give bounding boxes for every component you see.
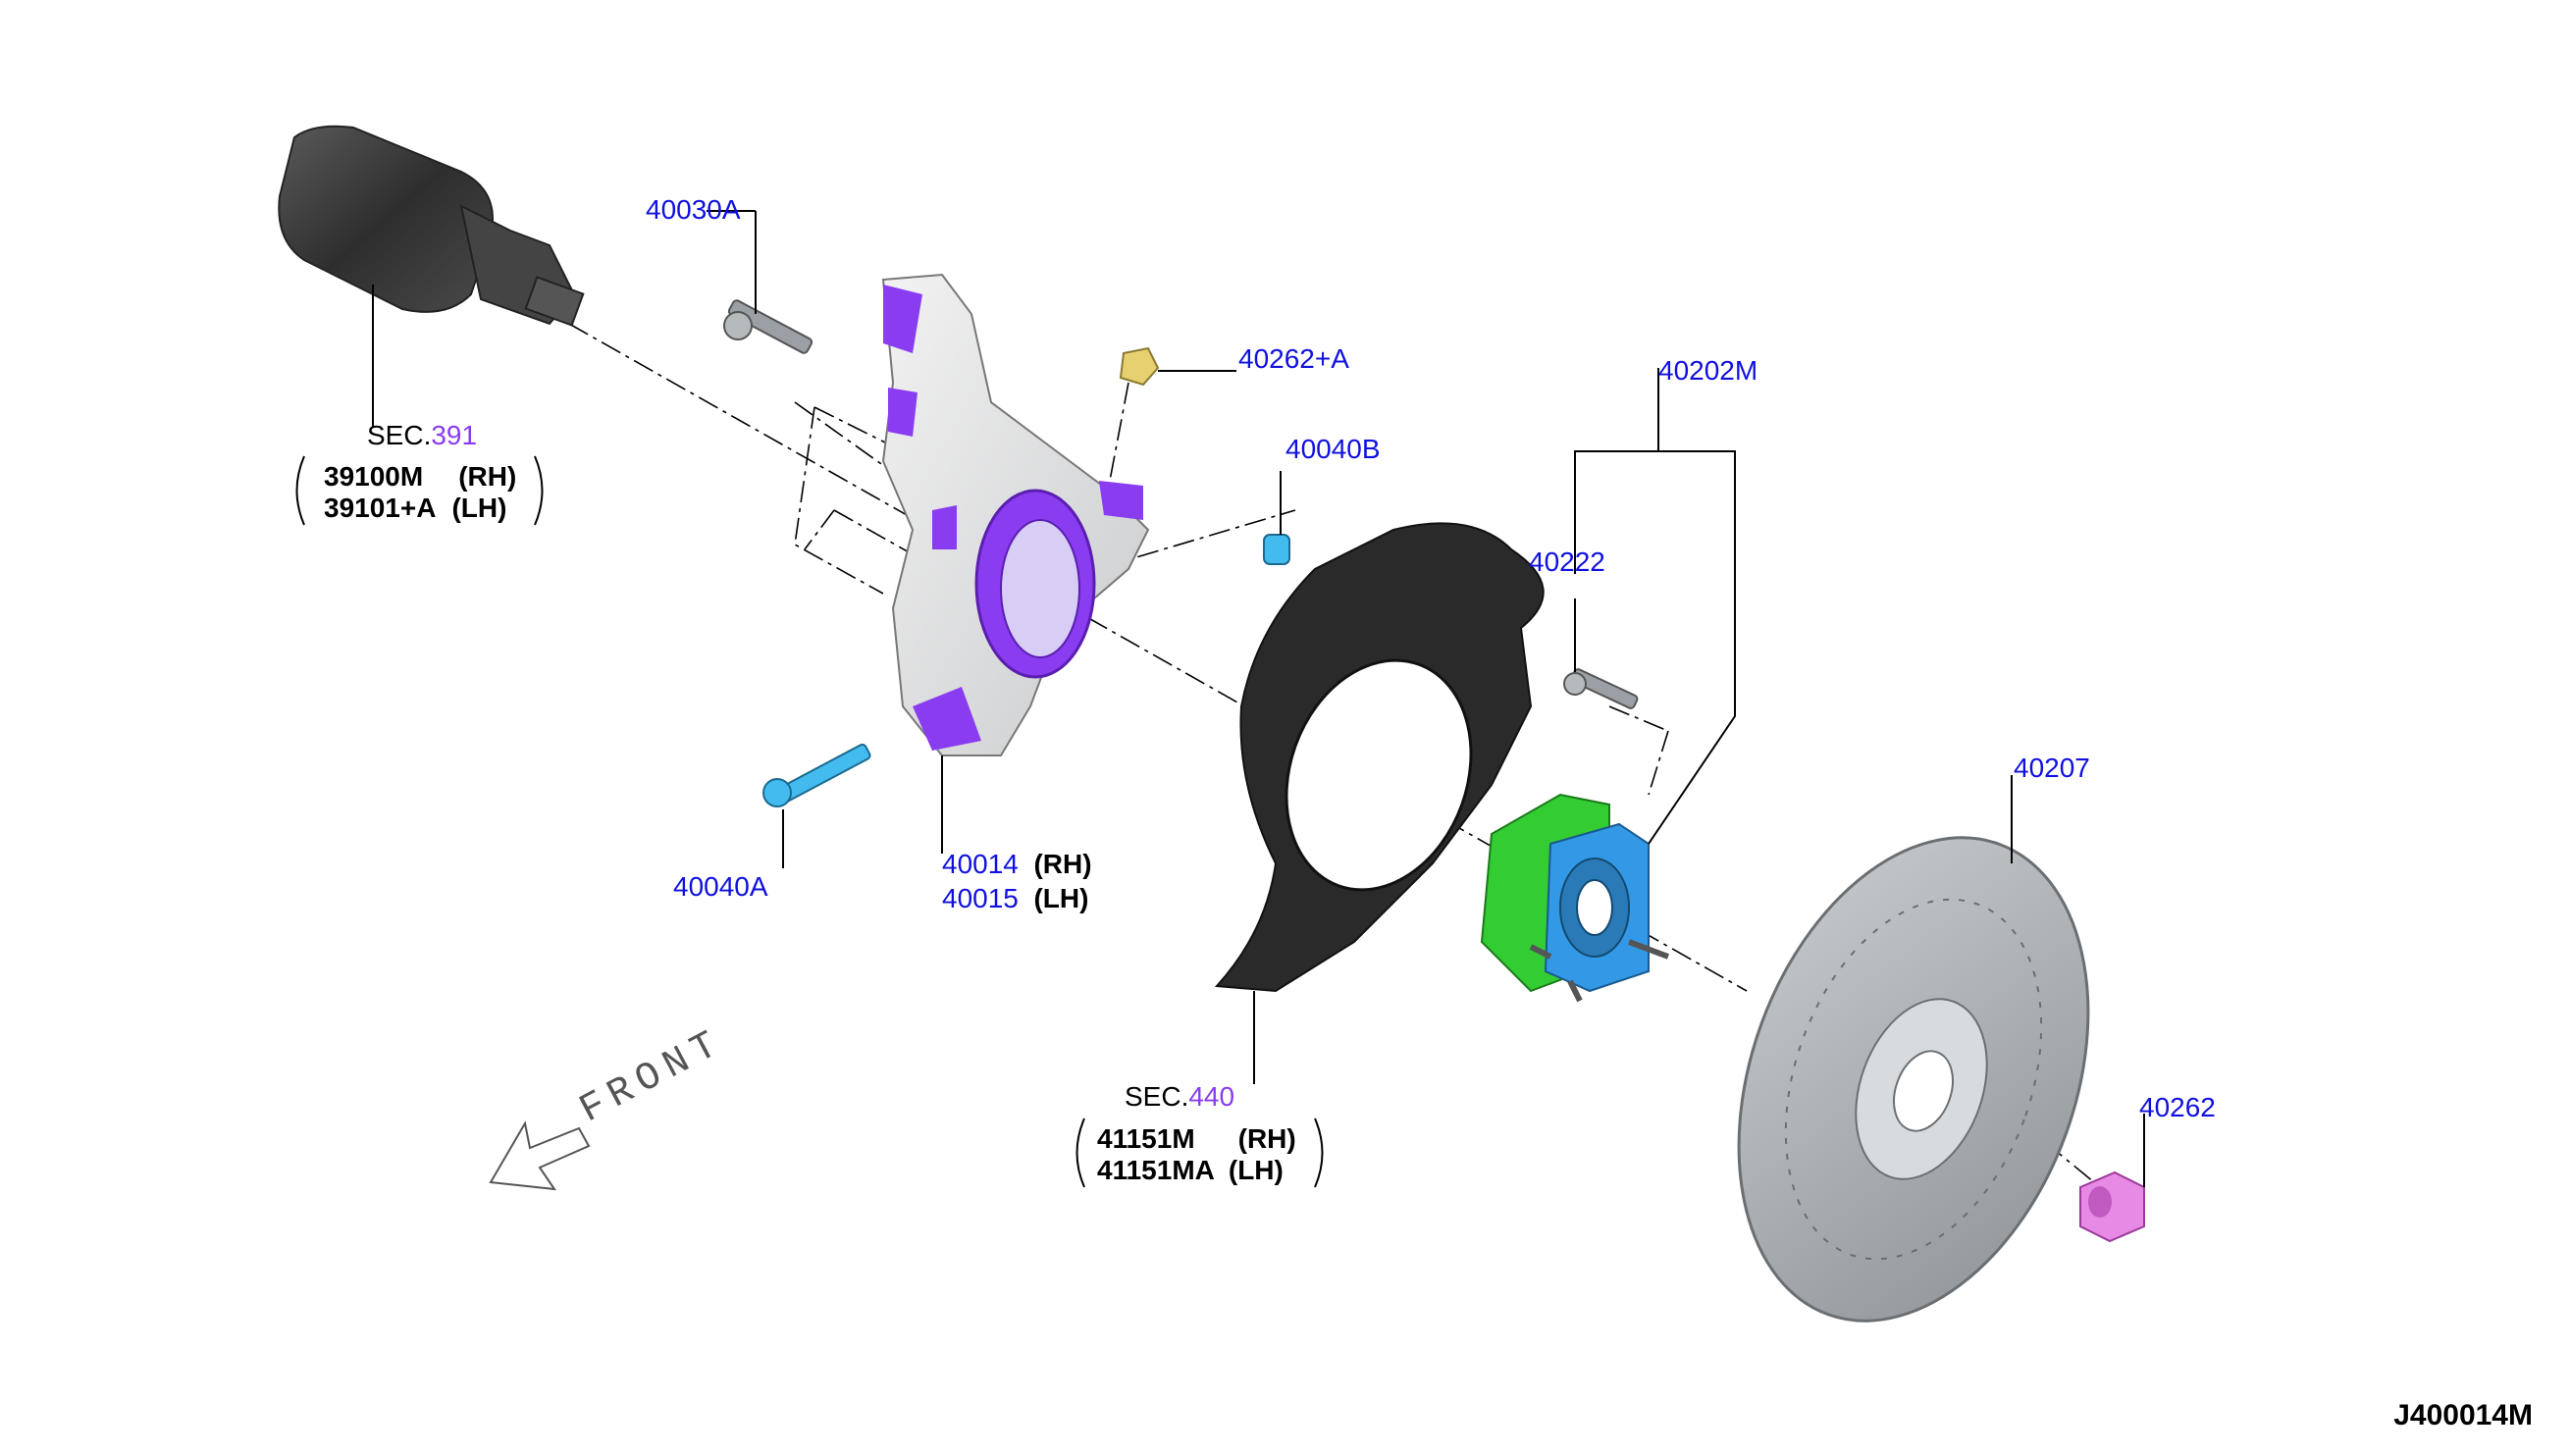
section-brackets [295, 455, 1324, 1188]
sec-391-side1: (RH) [458, 461, 517, 492]
sec-391-heading: SEC.391 [367, 420, 477, 451]
steering-knuckle-illustration [881, 273, 1150, 854]
splash-shield-illustration [1214, 522, 1545, 1084]
diagram-code: J400014M [2393, 1399, 2533, 1431]
sec-391-side2: (LH) [451, 493, 507, 523]
label-40202m: 40202M [1658, 355, 1758, 386]
label-40014: 40014 [942, 849, 1019, 879]
brake-rotor-illustration [1737, 775, 2090, 1323]
front-arrow-icon [489, 1120, 591, 1191]
sec-440-line2: 41151MA (LH) [1097, 1155, 1284, 1186]
nut-40262a-illustration [1119, 346, 1236, 387]
label-40207: 40207 [2014, 753, 2090, 783]
bolt-40030a-illustration [707, 210, 813, 354]
label-rh: (RH) [1033, 849, 1092, 879]
sec-440-prefix: SEC. [1125, 1081, 1189, 1112]
sec-391-pn1: 39100M [324, 461, 424, 492]
label-40040a: 40040A [673, 871, 768, 902]
sec-440-pn2: 41151MA [1097, 1155, 1215, 1185]
label-40222: 40222 [1529, 546, 1605, 577]
bolt-40040b-illustration [1263, 471, 1290, 565]
sec-440-number: 440 [1188, 1081, 1235, 1112]
sec-391-pn2: 39101+A [324, 493, 437, 523]
label-40262a: 40262+A [1238, 343, 1349, 374]
sec-440-heading: SEC.440 [1125, 1081, 1234, 1113]
sec-391-line1: 39100M (RH) [324, 461, 516, 493]
sec-440-line1: 41151M (RH) [1097, 1123, 1296, 1155]
sec-440-side2: (LH) [1228, 1155, 1284, 1185]
label-40015-lh: 40015 (LH) [942, 883, 1088, 914]
bolt-40040a-illustration [762, 743, 871, 868]
label-40014-rh: 40014 (RH) [942, 849, 1092, 880]
sec-391-line2: 39101+A (LH) [324, 493, 506, 524]
sec-391-number: 391 [431, 420, 478, 450]
sec-440-pn1: 41151M [1097, 1123, 1195, 1154]
nut-40262-illustration [2079, 1114, 2145, 1243]
label-40040b: 40040B [1285, 434, 1381, 464]
label-lh: (LH) [1033, 883, 1089, 913]
label-40015: 40015 [942, 883, 1019, 913]
label-40262: 40262 [2139, 1092, 2216, 1122]
label-40030a: 40030A [646, 194, 741, 225]
sec-440-side1: (RH) [1237, 1123, 1296, 1154]
driveshaft-illustration [278, 125, 585, 427]
hub-bearing-illustration [1480, 368, 1736, 1003]
bolt-40222-illustration [1563, 598, 1639, 709]
sec-391-prefix: SEC. [367, 420, 432, 450]
